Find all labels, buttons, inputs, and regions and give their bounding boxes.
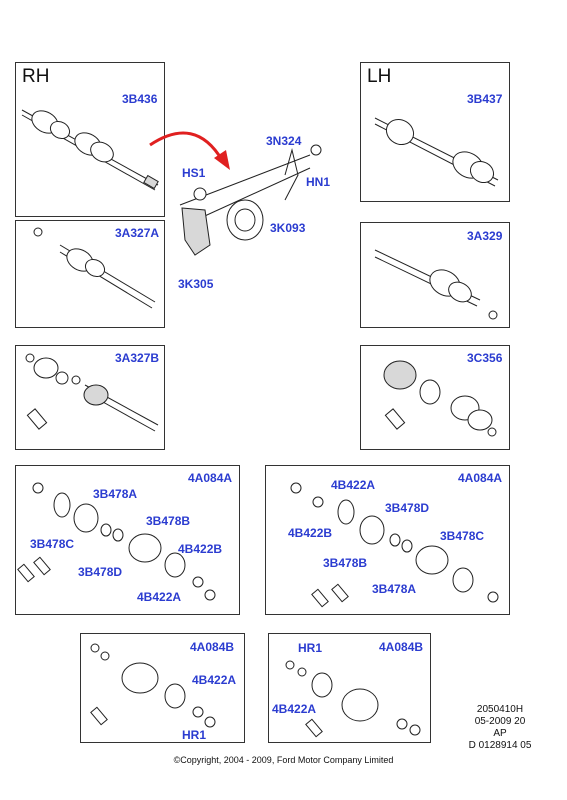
copyright-text: ©Copyright, 2004 - 2009, Ford Motor Comp… — [173, 755, 394, 765]
driveshaft-3a327b-drawing — [25, 353, 159, 432]
kit-bottom-left-title[interactable]: 4A084B — [190, 640, 235, 654]
part-label-3a327a[interactable]: 3A327A — [115, 226, 160, 240]
kit-right-drawing — [290, 482, 499, 608]
info-block: 2050410H 05-2009 20 AP D 0128914 05 — [440, 704, 560, 752]
kit-left-drawing — [17, 482, 216, 601]
panel-kit-bottom-left-4a084b — [80, 633, 245, 743]
kit-right-3b478d[interactable]: 3B478D — [385, 501, 430, 515]
driveshaft-3b437-drawing — [374, 117, 499, 187]
kit-bottom-left-hr1[interactable]: HR1 — [182, 728, 207, 742]
kit-bottom-right-title[interactable]: 4A084B — [379, 640, 424, 654]
kit-left-title[interactable]: 4A084A — [188, 471, 233, 485]
driveshaft-3a329-drawing — [374, 249, 498, 320]
info-line-4: D 0128914 05 — [468, 740, 532, 751]
part-label-3b436[interactable]: 3B436 — [122, 92, 158, 106]
driveshaft-3a327a-drawing — [33, 227, 156, 309]
kit-bottom-left-drawing — [90, 643, 216, 728]
kit-right-3b478a[interactable]: 3B478A — [372, 582, 417, 596]
driveshaft-3c356-drawing — [383, 360, 497, 437]
kit-left-3b478a[interactable]: 3B478A — [93, 487, 138, 501]
kit-left-3b478d[interactable]: 3B478D — [78, 565, 123, 579]
lh-label: LH — [367, 66, 392, 87]
kit-bottom-left-4b422a[interactable]: 4B422A — [192, 673, 237, 687]
part-label-3a327b[interactable]: 3A327B — [115, 351, 160, 365]
info-line-3: AP — [493, 728, 507, 739]
kit-right-3b478c[interactable]: 3B478C — [440, 529, 485, 543]
part-label-hn1[interactable]: HN1 — [306, 175, 331, 189]
kit-left-4b422b[interactable]: 4B422B — [178, 542, 223, 556]
part-label-3k093[interactable]: 3K093 — [270, 221, 306, 235]
info-line-2: 05-2009 20 — [474, 716, 526, 727]
center-bearing-drawing — [179, 144, 322, 256]
kit-bottom-right-drawing — [285, 660, 421, 738]
part-label-3a329[interactable]: 3A329 — [467, 229, 503, 243]
part-label-3b437[interactable]: 3B437 — [467, 92, 503, 106]
kit-right-4b422a[interactable]: 4B422A — [331, 478, 376, 492]
part-label-3c356[interactable]: 3C356 — [467, 351, 503, 365]
kit-right-4b422b[interactable]: 4B422B — [288, 526, 333, 540]
kit-bottom-right-hr1[interactable]: HR1 — [298, 641, 323, 655]
panel-kit-left-4a084a — [15, 465, 240, 615]
part-label-3k305[interactable]: 3K305 — [178, 277, 214, 291]
part-label-hs1[interactable]: HS1 — [182, 166, 206, 180]
panel-lh-3c356 — [360, 345, 510, 450]
kit-left-3b478c[interactable]: 3B478C — [30, 537, 75, 551]
kit-right-title[interactable]: 4A084A — [458, 471, 503, 485]
rh-label: RH — [22, 66, 50, 87]
kit-right-3b478b[interactable]: 3B478B — [323, 556, 368, 570]
kit-left-4b422a[interactable]: 4B422A — [137, 590, 182, 604]
panel-kit-bottom-right-4a084b — [268, 633, 431, 743]
part-label-3n324[interactable]: 3N324 — [266, 134, 302, 148]
kit-bottom-right-4b422a[interactable]: 4B422A — [272, 702, 317, 716]
driveshaft-3b436-drawing — [21, 109, 159, 191]
kit-left-3b478b[interactable]: 3B478B — [146, 514, 191, 528]
info-line-1: 2050410H — [476, 704, 524, 715]
